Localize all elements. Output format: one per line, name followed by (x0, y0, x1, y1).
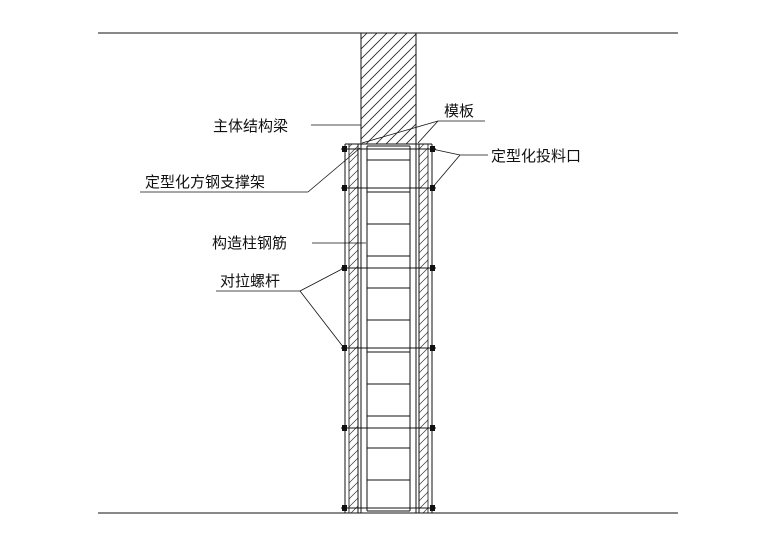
leader-feed-opening (431, 148, 488, 189)
leader-tie-bolt (216, 267, 345, 349)
leader-steel-frame (140, 147, 361, 193)
label-main-beam: 主体结构梁 (213, 117, 288, 135)
tie-bolt-6 (341, 505, 436, 511)
label-steel-frame: 定型化方钢支撑架 (145, 173, 265, 191)
tie-bolt-5 (341, 425, 436, 431)
label-formwork: 模板 (444, 102, 474, 120)
left-wall-strip (348, 143, 359, 514)
label-tie-bolt: 对拉螺杆 (220, 272, 280, 290)
main-beam-block (360, 32, 417, 145)
steel-frame-outer (344, 143, 433, 513)
label-feed-opening: 定型化投料口 (491, 147, 581, 165)
formwork-left (357, 144, 362, 513)
right-wall-strip (418, 143, 429, 514)
column-rebar-cage (366, 145, 411, 512)
formwork-right (415, 144, 420, 513)
tie-bolt-3 (341, 265, 436, 271)
tie-bolt-4 (341, 345, 436, 351)
leader-formwork (361, 120, 485, 144)
label-rebar: 构造柱钢筋 (212, 234, 287, 252)
